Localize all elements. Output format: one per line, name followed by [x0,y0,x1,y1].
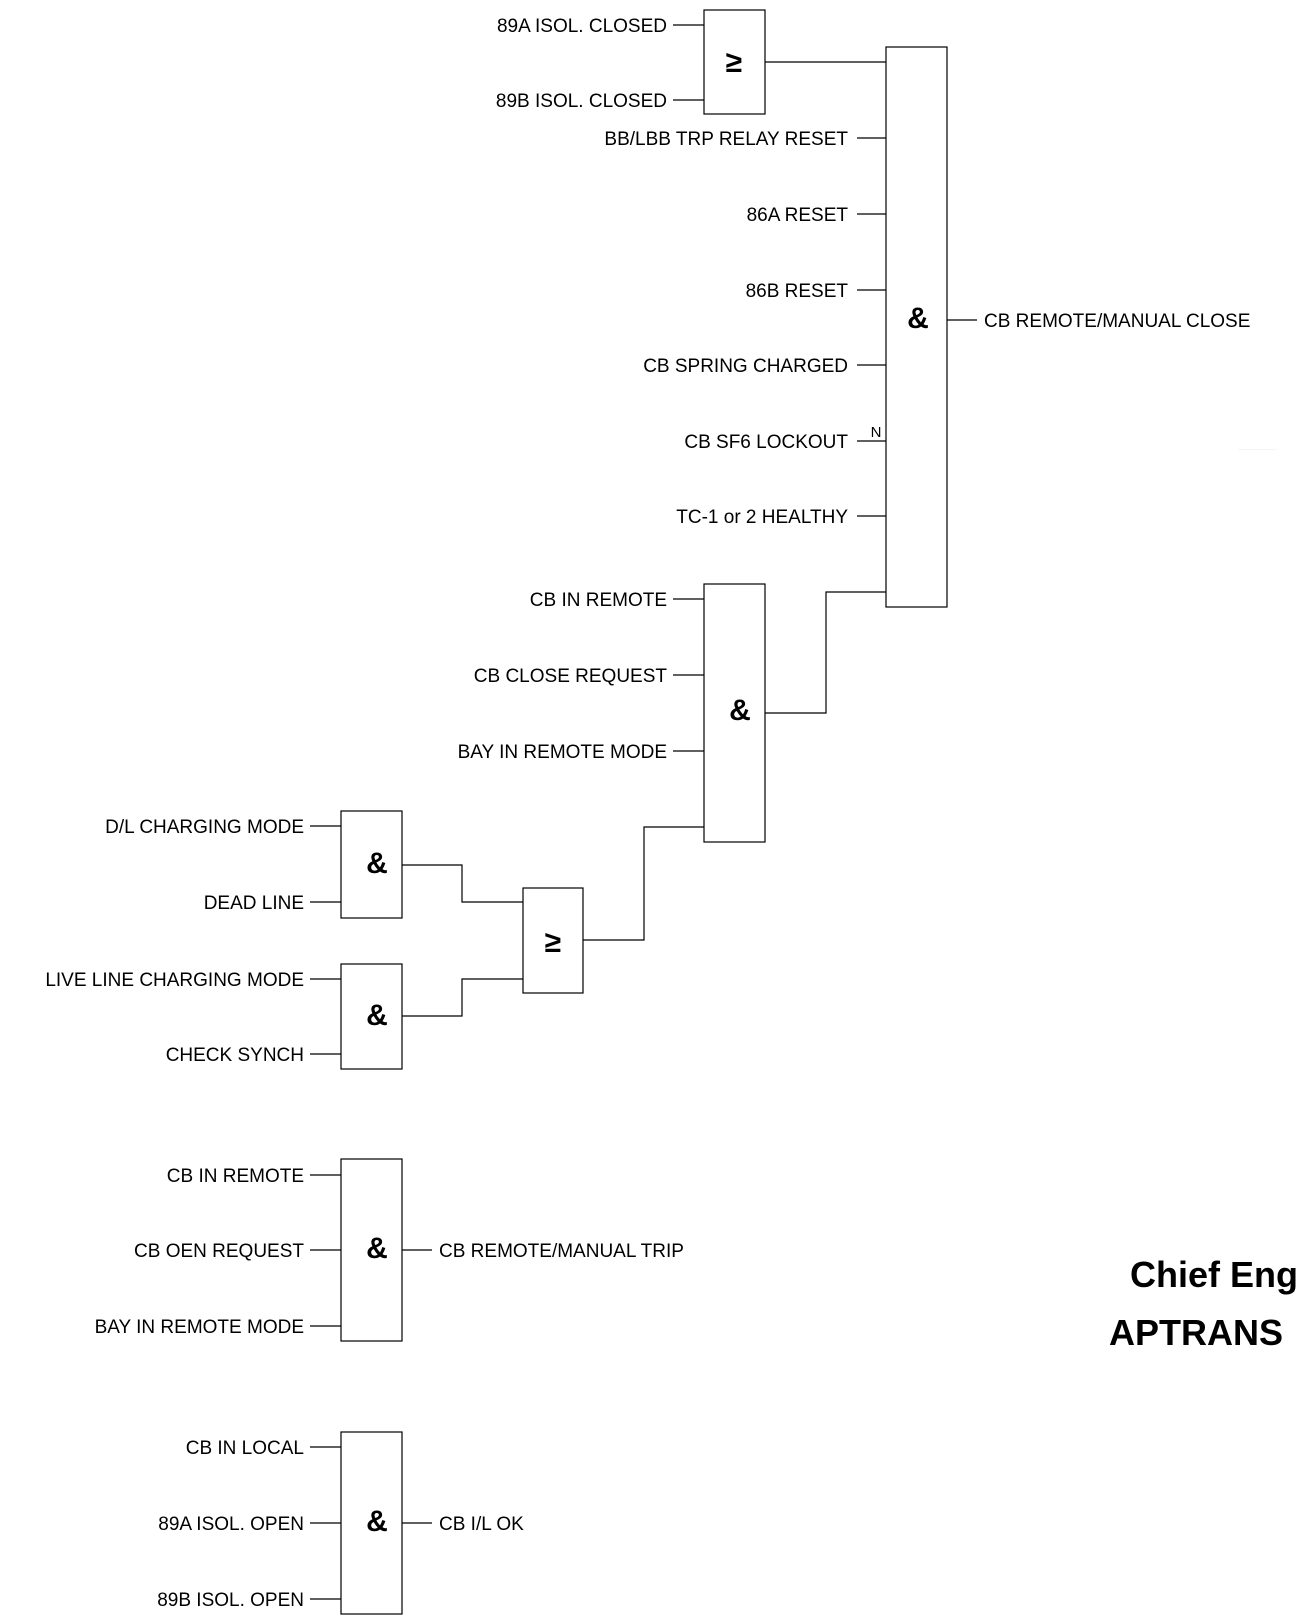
and-gate-box [340,1431,403,1615]
and-gate-dead-line-charging: & D/L CHARGING MODE DEAD LINE [105,810,523,919]
and-gate-symbol: & [366,1232,388,1265]
input-bay-in-remote-mode-trip: BAY IN REMOTE MODE [95,1317,304,1338]
input-cb-in-remote-trip: CB IN REMOTE [167,1166,304,1187]
and-gate-box [340,810,403,919]
wire-dl-to-or [402,864,523,903]
input-cb-in-local: CB IN LOCAL [186,1438,304,1459]
or-gate-box [703,9,766,115]
input-89a-isol-closed: 89A ISOL. CLOSED [497,16,667,37]
input-dl-charging-mode: D/L CHARGING MODE [105,817,304,838]
and-gate-symbol: & [366,999,388,1032]
or-gate-symbol: ≥ [726,46,742,79]
and-gate-cb-trip: & CB IN REMOTE CB OEN REQUEST BAY IN REM… [95,1158,684,1342]
input-89b-isol-open: 89B ISOL. OPEN [157,1590,304,1611]
and-gate-cb-interlock: & CB IN LOCAL 89A ISOL. OPEN 89B ISOL. O… [157,1431,524,1615]
or-gate-symbol: ≥ [545,926,561,959]
input-89b-isol-closed: 89B ISOL. CLOSED [496,91,667,112]
or-gate-charging: ≥ [522,826,704,994]
input-cb-in-remote: CB IN REMOTE [530,590,667,611]
and-gate-symbol: & [366,1505,388,1538]
input-cb-sf6-lockout: CB SF6 LOCKOUT [684,432,848,453]
output-cb-remote-manual-close: CB REMOTE/MANUAL CLOSE [984,311,1250,332]
and-gate-box [340,1158,403,1342]
wire-ll-to-or [402,978,523,1017]
input-cb-close-request: CB CLOSE REQUEST [474,666,668,687]
stamp-line-1: Chief Eng [1130,1254,1298,1295]
input-89a-isol-open: 89A ISOL. OPEN [158,1514,304,1535]
stamp-line-2: APTRANS [1109,1312,1283,1353]
input-bb-lbb-trip-relay-reset: BB/LBB TRP RELAY RESET [604,129,848,150]
input-86a-reset: 86A RESET [747,205,849,226]
faint-annotation: ······································· [1238,447,1277,451]
and-gate-symbol: & [907,302,929,335]
and-gate-box [703,583,766,843]
output-cb-il-ok: CB I/L OK [439,1514,524,1535]
and-gate-box [885,46,948,608]
input-live-line-charging-mode: LIVE LINE CHARGING MODE [45,970,304,991]
or-gate-isolators-closed: ≥ 89A ISOL. CLOSED 89B ISOL. CLOSED [496,9,886,115]
input-tc-healthy: TC-1 or 2 HEALTHY [676,507,848,528]
input-bay-in-remote-mode: BAY IN REMOTE MODE [458,742,667,763]
input-cb-oen-request: CB OEN REQUEST [134,1241,304,1262]
and-gate-remote-close-request: & CB IN REMOTE CB CLOSE REQUEST BAY IN R… [458,583,886,843]
input-cb-spring-charged: CB SPRING CHARGED [643,356,848,377]
and-gate-live-line-charging: & LIVE LINE CHARGING MODE CHECK SYNCH [45,963,523,1070]
and-gate-box [340,963,403,1070]
and-gate-symbol: & [729,694,751,727]
and-gate-symbol: & [366,847,388,880]
or-gate-box [522,887,584,994]
wire-or-to-remote [583,826,704,941]
input-86b-reset: 86B RESET [746,281,849,302]
approval-stamp: Chief Eng APTRANS [1109,1254,1298,1353]
wire-remote-to-close [765,591,886,714]
input-check-synch: CHECK SYNCH [166,1045,304,1066]
negation-marker: N [871,424,882,441]
input-dead-line: DEAD LINE [204,893,304,914]
and-gate-cb-close: & BB/LBB TRP RELAY RESET 86A RESET 86B R… [604,46,1250,608]
output-cb-remote-manual-trip: CB REMOTE/MANUAL TRIP [439,1241,684,1262]
